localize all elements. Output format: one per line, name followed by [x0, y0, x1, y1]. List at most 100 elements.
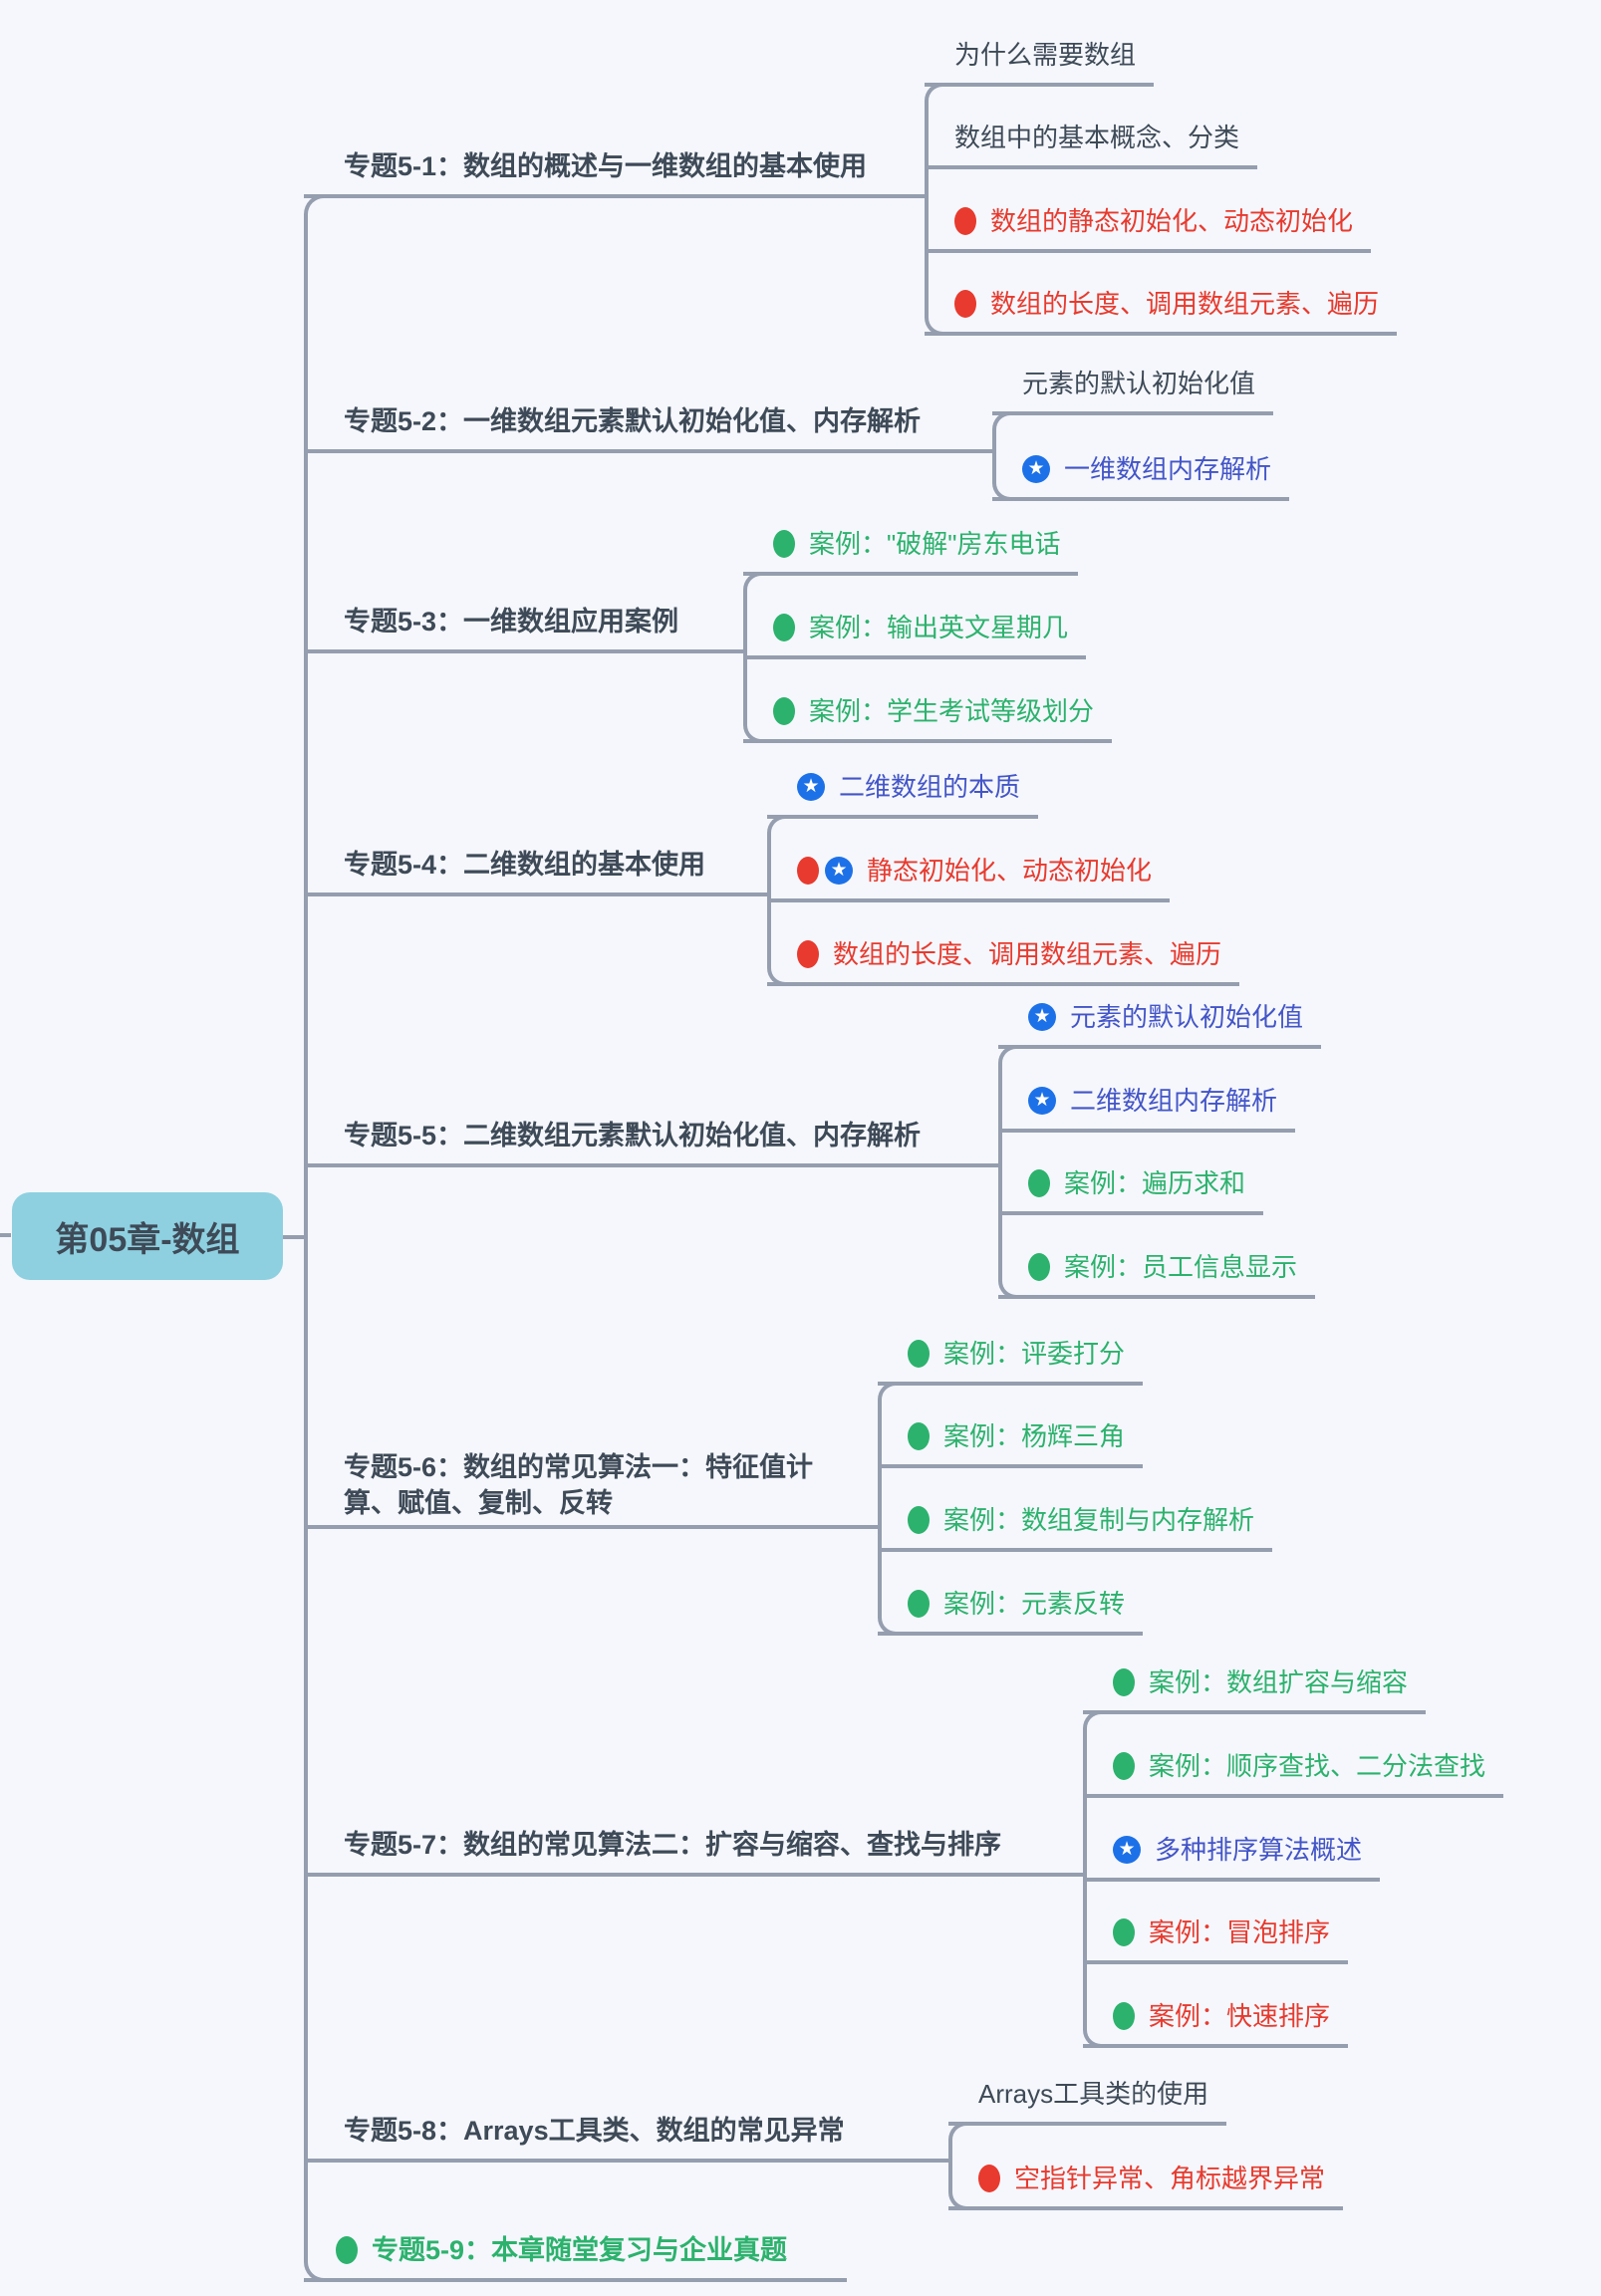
- node-label: 案例：快速排序: [1149, 2001, 1331, 2031]
- leaf-node[interactable]: ★ 多种排序算法概述: [1083, 1834, 1381, 1882]
- node-label: 数组的长度、调用数组元素、遍历: [990, 289, 1380, 319]
- green-dot-icon: [908, 1340, 930, 1368]
- node-label: 案例：顺序查找、二分法查找: [1149, 1751, 1486, 1781]
- leaf-node[interactable]: ★ 一维数组内存解析: [992, 453, 1290, 501]
- node-label: 数组中的基本概念、分类: [954, 123, 1240, 152]
- leaf-node[interactable]: 案例：学生考试等级划分: [743, 695, 1113, 743]
- leaf-node[interactable]: 数组的长度、调用数组元素、遍历: [925, 288, 1398, 336]
- leaf-node[interactable]: 案例：冒泡排序: [1083, 1916, 1349, 1964]
- green-dot-icon: [1028, 1253, 1050, 1281]
- green-dot-icon: [908, 1422, 930, 1450]
- leaf-node[interactable]: 案例："破解"房东电话: [743, 528, 1079, 576]
- node-label: 专题5-1：数组的概述与一维数组的基本使用: [344, 151, 868, 181]
- leaf-node[interactable]: 案例：数组扩容与缩容: [1083, 1666, 1427, 1714]
- node-label: 多种排序算法概述: [1155, 1835, 1363, 1865]
- node-label: 案例：数组扩容与缩容: [1149, 1667, 1409, 1697]
- main-spine-line: [304, 194, 332, 2282]
- star-badge-icon: ★: [825, 857, 853, 885]
- red-dot-icon: [797, 857, 819, 885]
- green-dot-icon: [1113, 1668, 1135, 1696]
- topic-node-5-1[interactable]: 专题5-1：数组的概述与一维数组的基本使用: [304, 150, 929, 198]
- leaf-node[interactable]: ★ 二维数组内存解析: [998, 1085, 1296, 1133]
- node-label: 案例：遍历求和: [1064, 1168, 1246, 1198]
- node-label: 专题5-6：数组的常见算法一：特征值计算、赋值、复制、反转: [344, 1452, 814, 1518]
- node-label: 二维数组内存解析: [1070, 1086, 1278, 1116]
- collapsed-branch-stub-line: [0, 1233, 11, 1237]
- topic-node-5-7[interactable]: 专题5-7：数组的常见算法二：扩容与缩容、查找与排序: [304, 1829, 1087, 1877]
- node-label: Arrays工具类的使用: [978, 2079, 1209, 2109]
- node-label: 静态初始化、动态初始化: [867, 856, 1153, 886]
- red-dot-icon: [978, 2165, 1000, 2192]
- topic-node-5-9[interactable]: 专题5-9：本章随堂复习与企业真题: [304, 2234, 847, 2282]
- node-label: 案例：杨辉三角: [943, 1421, 1126, 1451]
- node-label: 专题5-4：二维数组的基本使用: [344, 850, 706, 880]
- red-dot-icon: [797, 940, 819, 968]
- topic-node-5-8[interactable]: 专题5-8：Arrays工具类、数组的常见异常: [304, 2115, 952, 2163]
- node-label: 案例：学生考试等级划分: [809, 696, 1095, 726]
- topic-node-5-3[interactable]: 专题5-3：一维数组应用案例: [304, 606, 747, 653]
- star-badge-icon: ★: [1113, 1836, 1141, 1864]
- node-label: 数组的长度、调用数组元素、遍历: [833, 939, 1222, 969]
- leaf-node[interactable]: 数组的静态初始化、动态初始化: [925, 205, 1372, 253]
- green-dot-icon: [773, 697, 795, 725]
- red-dot-icon: [954, 207, 976, 235]
- green-dot-icon: [336, 2236, 358, 2264]
- green-dot-icon: [908, 1590, 930, 1618]
- green-dot-icon: [1113, 1918, 1135, 1946]
- star-badge-icon: ★: [1022, 455, 1050, 483]
- node-label: 案例：冒泡排序: [1149, 1917, 1331, 1947]
- leaf-node[interactable]: 元素的默认初始化值: [992, 368, 1274, 415]
- leaf-node[interactable]: 数组的长度、调用数组元素、遍历: [767, 938, 1240, 986]
- node-label: 一维数组内存解析: [1064, 454, 1272, 484]
- node-label: 专题5-9：本章随堂复习与企业真题: [372, 2235, 788, 2265]
- node-label: 专题5-5：二维数组元素默认初始化值、内存解析: [344, 1121, 922, 1150]
- node-label: 为什么需要数组: [954, 40, 1137, 70]
- leaf-node[interactable]: ★ 二维数组的本质: [767, 771, 1039, 819]
- leaf-node[interactable]: ★ 静态初始化、动态初始化: [767, 855, 1171, 902]
- leaf-node[interactable]: 数组中的基本概念、分类: [925, 122, 1258, 169]
- node-label: 第05章-数组: [55, 1220, 240, 1259]
- topic-node-5-4[interactable]: 专题5-4：二维数组的基本使用: [304, 849, 771, 896]
- green-dot-icon: [773, 530, 795, 558]
- leaf-node[interactable]: 案例：顺序查找、二分法查找: [1083, 1750, 1504, 1798]
- node-label: 专题5-3：一维数组应用案例: [344, 607, 679, 637]
- leaf-node[interactable]: ★ 元素的默认初始化值: [998, 1001, 1322, 1049]
- node-label: 案例：元素反转: [943, 1589, 1126, 1619]
- leaf-node[interactable]: 案例：杨辉三角: [878, 1420, 1144, 1468]
- node-label: 案例：评委打分: [943, 1339, 1126, 1369]
- root-connector-line: [282, 1235, 306, 1239]
- node-label: 空指针异常、角标越界异常: [1014, 2164, 1326, 2193]
- node-label: 元素的默认初始化值: [1070, 1002, 1304, 1032]
- green-dot-icon: [908, 1506, 930, 1534]
- leaf-node[interactable]: 案例：评委打分: [878, 1338, 1144, 1386]
- green-dot-icon: [1028, 1169, 1050, 1197]
- node-label: 专题5-8：Arrays工具类、数组的常见异常: [344, 2116, 845, 2146]
- green-dot-icon: [1113, 1752, 1135, 1780]
- topic-node-5-5[interactable]: 专题5-5：二维数组元素默认初始化值、内存解析: [304, 1120, 1002, 1167]
- leaf-node[interactable]: 案例：员工信息显示: [998, 1251, 1316, 1299]
- leaf-node[interactable]: Arrays工具类的使用: [948, 2078, 1227, 2126]
- leaf-node[interactable]: 案例：遍历求和: [998, 1167, 1264, 1215]
- star-badge-icon: ★: [1028, 1003, 1056, 1031]
- root-topic[interactable]: 第05章-数组: [12, 1192, 283, 1280]
- topic-node-5-6[interactable]: 专题5-6：数组的常见算法一：特征值计算、赋值、复制、反转: [304, 1447, 882, 1529]
- node-label: 案例：数组复制与内存解析: [943, 1505, 1255, 1535]
- leaf-node[interactable]: 案例：输出英文星期几: [743, 612, 1087, 659]
- green-dot-icon: [1113, 2002, 1135, 2030]
- leaf-node[interactable]: 案例：数组复制与内存解析: [878, 1504, 1273, 1552]
- node-label: 案例：员工信息显示: [1064, 1252, 1298, 1282]
- leaf-node[interactable]: 案例：元素反转: [878, 1588, 1144, 1636]
- red-dot-icon: [954, 290, 976, 318]
- leaf-node[interactable]: 空指针异常、角标越界异常: [948, 2163, 1344, 2210]
- topic-node-5-2[interactable]: 专题5-2：一维数组元素默认初始化值、内存解析: [304, 405, 996, 453]
- green-dot-icon: [773, 614, 795, 641]
- node-label: 案例："破解"房东电话: [809, 529, 1061, 559]
- leaf-node[interactable]: 为什么需要数组: [925, 39, 1155, 87]
- node-label: 元素的默认初始化值: [1022, 369, 1256, 398]
- node-label: 二维数组的本质: [839, 772, 1021, 802]
- node-label: 专题5-2：一维数组元素默认初始化值、内存解析: [344, 406, 922, 436]
- leaf-node[interactable]: 案例：快速排序: [1083, 2000, 1349, 2048]
- star-badge-icon: ★: [797, 773, 825, 801]
- node-label: 数组的静态初始化、动态初始化: [990, 206, 1354, 236]
- node-label: 专题5-7：数组的常见算法二：扩容与缩容、查找与排序: [344, 1830, 1002, 1860]
